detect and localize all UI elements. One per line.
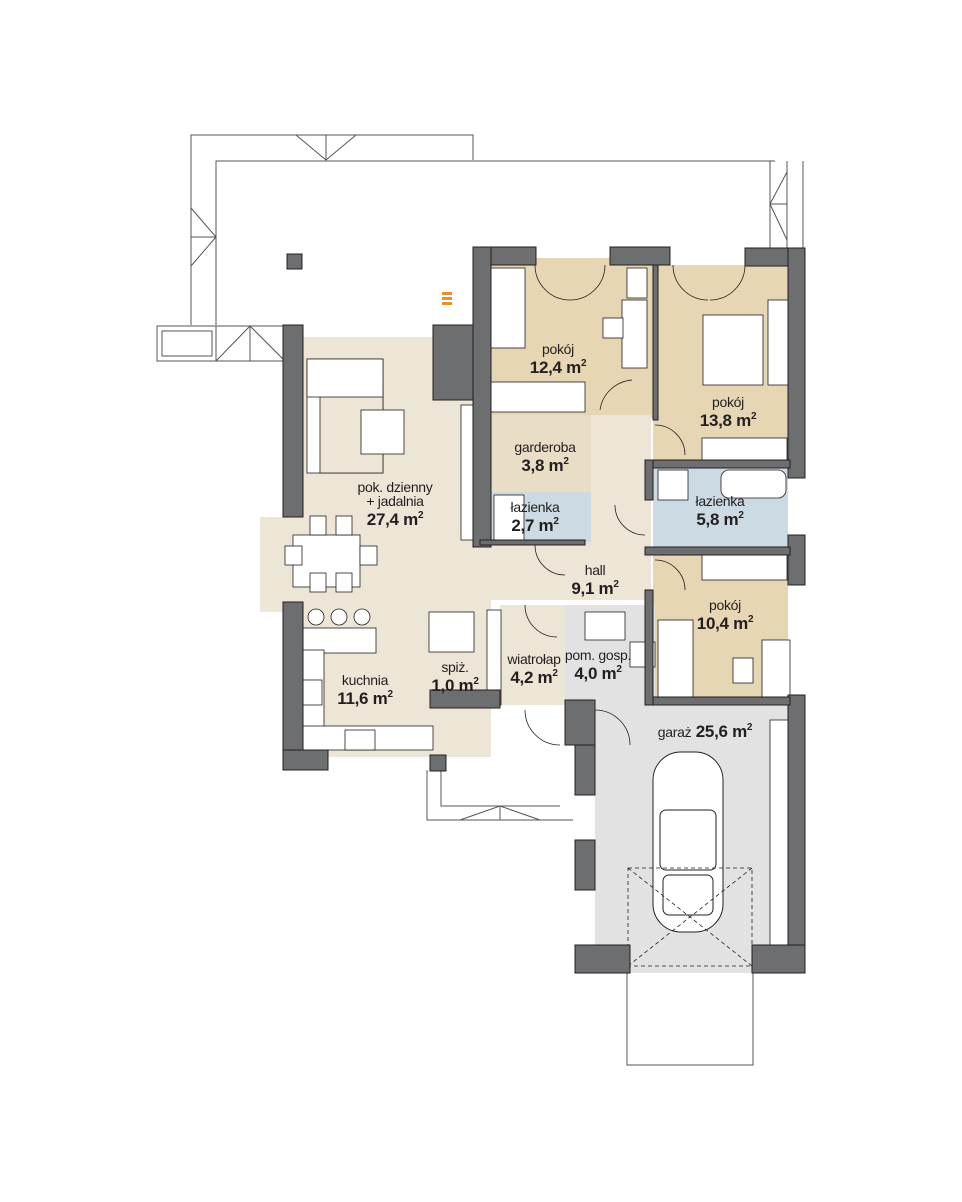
room-area: 3,8 m2 [521,456,569,475]
room-area: 4,0 m2 [574,664,622,683]
room-label-lazienka-1: łazienka 2,7 m2 [495,500,575,534]
room-area: 25,6 m2 [695,722,753,741]
garage-door-swing [627,867,753,967]
room-area: 27,4 m2 [366,510,424,529]
room-name: pok. dzienny [357,479,433,495]
room-label-pokoj-2: pokój 13,8 m2 [688,395,768,429]
walls [282,246,806,974]
room-label-lazienka-2: łazienka 5,8 m2 [680,494,760,528]
room-label-hall: hall 9,1 m2 [555,563,635,597]
room-name: łazienka [510,499,560,515]
room-label-pom-gosp: pom. gosp. 4,0 m2 [564,648,632,682]
room-area: 5,8 m2 [696,510,744,529]
room-area: 1,0 m2 [431,676,479,695]
room-area: 13,8 m2 [699,411,757,430]
room-label-wiatrolap: wiatrołap 4,2 m2 [500,652,568,686]
room-name: spiż. [441,659,469,675]
room-label-spiz: spiż. 1,0 m2 [425,660,485,694]
room-name: garderoba [514,439,576,455]
room-label-kuchnia: kuchnia 11,6 m2 [325,673,405,707]
room-area: 9,1 m2 [571,579,619,598]
room-name: wiatrołap [507,651,561,667]
room-name: garaż [657,724,692,740]
room-label-garderoba: garderoba 3,8 m2 [505,440,585,474]
room-area: 11,6 m2 [337,689,393,708]
door-swings [524,264,746,746]
column [286,253,303,270]
room-name-2: + jadalnia [366,493,424,509]
room-label-garaz: garaż 25,6 m2 [645,723,765,741]
room-name: pokój [709,597,741,613]
car-icon [652,751,724,933]
terrace-outline [156,134,804,1066]
room-name: pokój [712,394,744,410]
room-name: łazienka [695,493,745,509]
room-label-pokoj-3: pokój 10,4 m2 [685,598,765,632]
room-name: pokój [542,341,574,357]
room-area: 4,2 m2 [510,668,558,687]
room-area: 2,7 m2 [511,516,559,535]
room-area: 10,4 m2 [696,614,754,633]
room-name: pom. gosp. [564,647,632,663]
room-name: hall [584,562,606,578]
room-label-pok-dzienny: pok. dzienny + jadalnia 27,4 m2 [345,480,445,528]
room-name: kuchnia [341,672,389,688]
room-label-pokoj-1: pokój 12,4 m2 [518,342,598,376]
room-area: 12,4 m2 [529,358,587,377]
